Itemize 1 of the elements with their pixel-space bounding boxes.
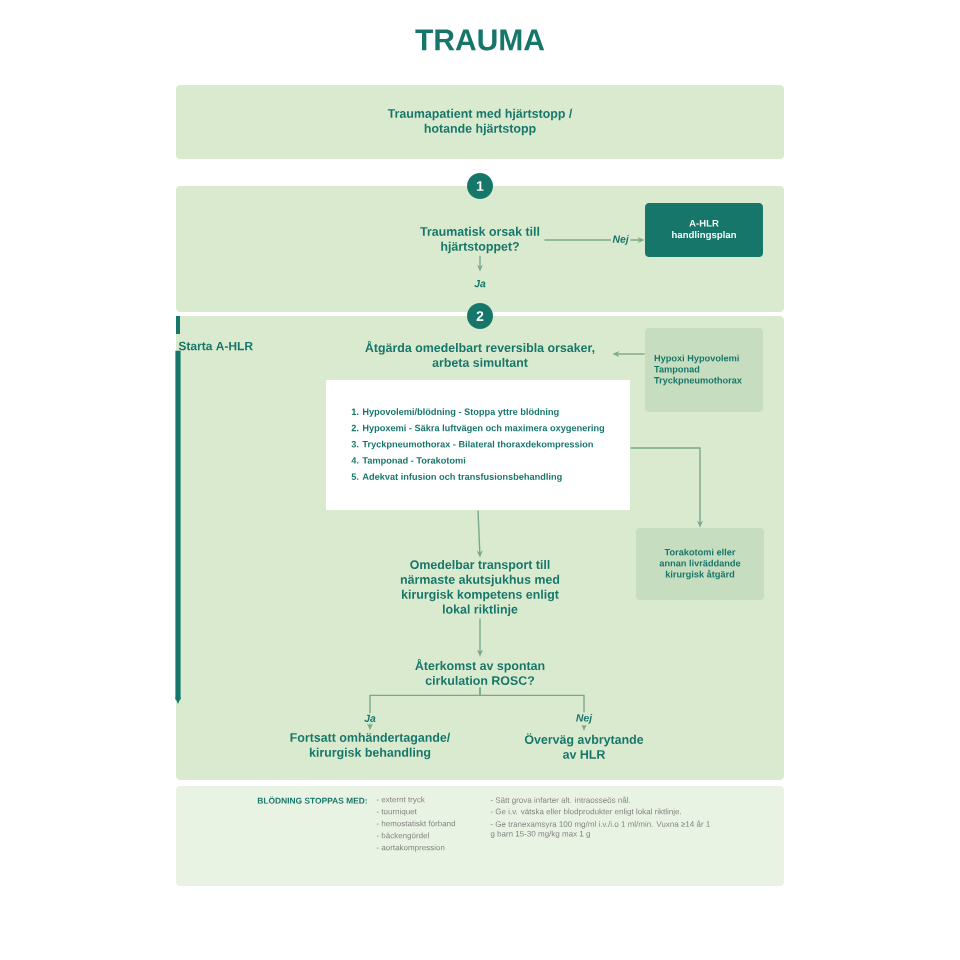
title: TRAUMA: [415, 29, 545, 51]
